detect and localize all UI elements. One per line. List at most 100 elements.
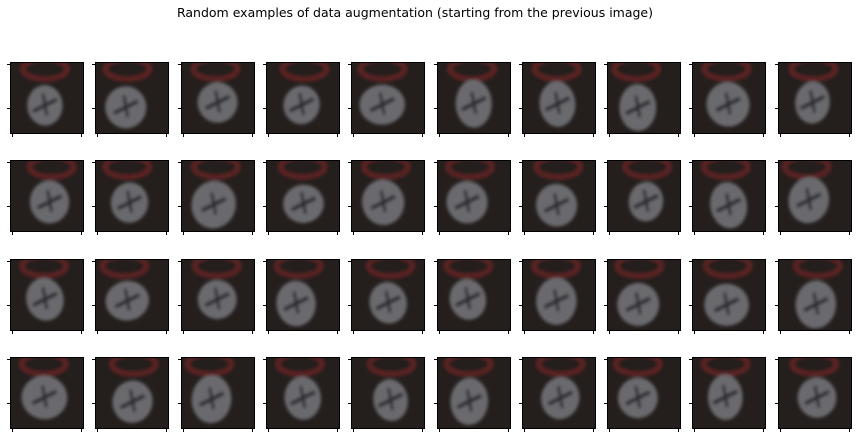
augmented-sign-image: [263, 160, 340, 235]
augmented-sign-image: [434, 62, 511, 137]
x-tick: [762, 331, 764, 334]
y-tick: [7, 108, 10, 109]
x-tick: [677, 232, 679, 235]
y-tick: [263, 108, 266, 109]
y-tick: [519, 403, 522, 404]
augmented-sign-image: [92, 357, 169, 432]
augmented-sign-image: [348, 160, 425, 235]
y-tick: [263, 305, 266, 306]
x-tick: [352, 134, 354, 137]
x-tick: [848, 429, 850, 432]
x-tick: [608, 331, 610, 334]
y-tick: [604, 108, 607, 109]
x-tick: [779, 134, 781, 137]
y-tick: [7, 63, 10, 65]
augmented-sign-image: [775, 259, 852, 334]
x-tick: [592, 429, 594, 432]
augmented-sign-image: [434, 357, 511, 432]
x-tick: [693, 134, 695, 137]
augmented-sign-image: [519, 259, 596, 334]
x-tick: [523, 232, 525, 235]
augmented-sign-image: [178, 62, 255, 137]
augmented-sign-image: [7, 259, 84, 334]
x-tick: [848, 134, 850, 137]
augmented-sign-image: [7, 160, 84, 235]
x-tick: [336, 429, 338, 432]
x-tick: [182, 232, 184, 235]
y-tick: [348, 403, 351, 404]
x-tick: [693, 331, 695, 334]
x-tick: [336, 232, 338, 235]
x-tick: [182, 134, 184, 137]
x-tick: [608, 429, 610, 432]
x-tick: [352, 429, 354, 432]
y-tick: [348, 63, 351, 65]
y-tick: [7, 403, 10, 404]
x-tick: [592, 331, 594, 334]
y-tick: [519, 161, 522, 163]
x-tick: [182, 429, 184, 432]
y-tick: [92, 403, 95, 404]
x-tick: [421, 331, 423, 334]
y-tick: [92, 305, 95, 306]
y-tick: [434, 108, 437, 109]
y-tick: [775, 403, 778, 404]
x-tick: [693, 232, 695, 235]
x-tick: [677, 429, 679, 432]
x-tick: [762, 429, 764, 432]
y-tick: [178, 260, 181, 262]
y-tick: [178, 403, 181, 404]
y-tick: [519, 206, 522, 207]
y-tick: [434, 63, 437, 65]
x-tick: [779, 429, 781, 432]
y-tick: [604, 305, 607, 306]
augmented-sign-image: [519, 160, 596, 235]
x-tick: [96, 134, 98, 137]
augmented-sign-image: [604, 160, 681, 235]
x-tick: [11, 232, 13, 235]
x-tick: [421, 134, 423, 137]
x-tick: [592, 232, 594, 235]
x-tick: [592, 134, 594, 137]
x-tick: [438, 429, 440, 432]
y-tick: [7, 206, 10, 207]
y-tick: [7, 358, 10, 360]
x-tick: [762, 232, 764, 235]
figure-title: Random examples of data augmentation (st…: [176, 5, 654, 20]
augmented-sign-image: [263, 259, 340, 334]
y-tick: [604, 206, 607, 207]
y-tick: [92, 63, 95, 65]
x-tick: [438, 134, 440, 137]
x-tick: [352, 331, 354, 334]
x-tick: [96, 429, 98, 432]
y-tick: [434, 305, 437, 306]
x-tick: [11, 429, 13, 432]
x-tick: [523, 429, 525, 432]
augmented-sign-image: [7, 357, 84, 432]
y-tick: [7, 305, 10, 306]
augmented-sign-image: [348, 259, 425, 334]
y-tick: [519, 108, 522, 109]
x-tick: [267, 134, 269, 137]
y-tick: [775, 305, 778, 306]
y-tick: [178, 358, 181, 360]
y-tick: [434, 358, 437, 360]
y-tick: [92, 108, 95, 109]
y-tick: [178, 305, 181, 306]
y-tick: [263, 161, 266, 163]
y-tick: [689, 63, 692, 65]
x-tick: [267, 331, 269, 334]
augmented-sign-image: [604, 259, 681, 334]
x-tick: [523, 134, 525, 137]
augmented-sign-image: [519, 62, 596, 137]
augmented-sign-image: [178, 160, 255, 235]
augmented-sign-image: [689, 160, 766, 235]
y-tick: [263, 206, 266, 207]
augmented-sign-image: [434, 160, 511, 235]
x-tick: [336, 331, 338, 334]
x-tick: [80, 331, 82, 334]
y-tick: [348, 260, 351, 262]
x-tick: [96, 232, 98, 235]
y-tick: [775, 161, 778, 163]
x-tick: [421, 232, 423, 235]
